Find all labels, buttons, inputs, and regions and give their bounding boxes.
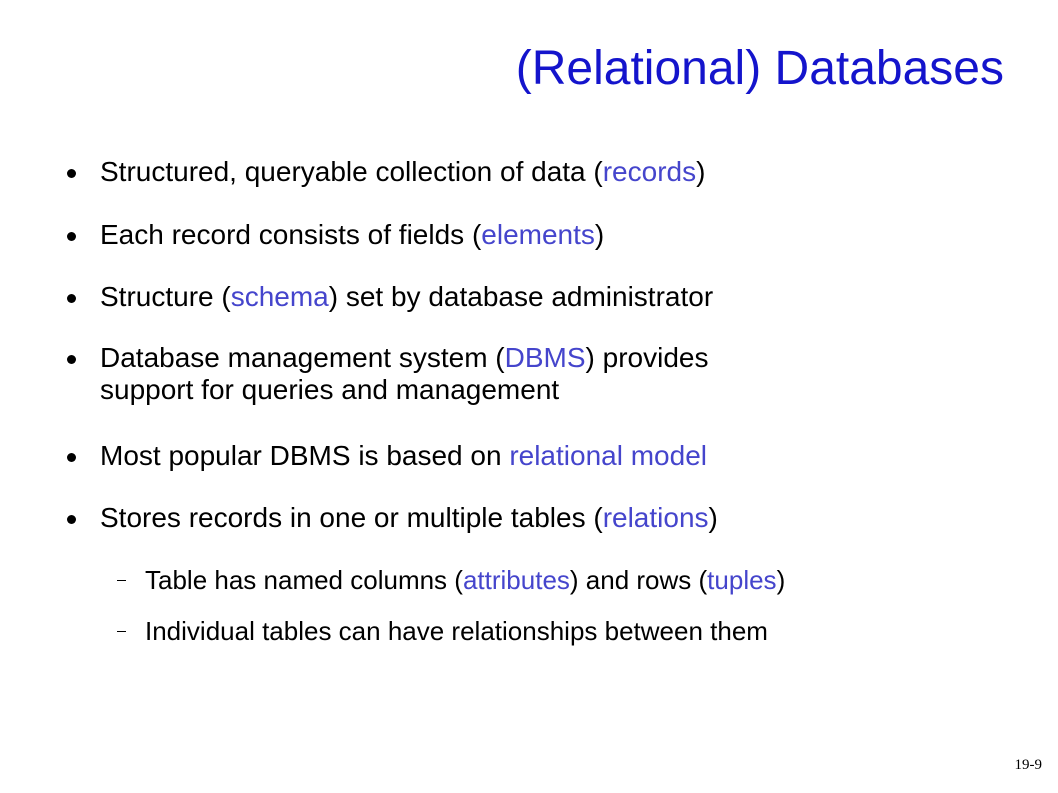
sub-bullet-item: Individual tables can have relationships… [117, 616, 1025, 646]
highlight-term: relations [602, 502, 709, 533]
bullet-dot-icon [67, 355, 76, 364]
bullet-dot-icon [67, 515, 76, 524]
bullet-item: Database management system (DBMS) provid… [67, 342, 1020, 406]
page-number: 19-9 [1014, 757, 1043, 773]
bullet-dot-icon [67, 169, 76, 178]
dash-bullet-icon [117, 580, 126, 581]
bullet-item: Structured, queryable collection of data… [67, 156, 1020, 188]
highlight-term: attributes [462, 565, 570, 595]
bullet-dot-icon [67, 453, 76, 462]
bullet-dot-icon [67, 232, 76, 241]
bullet-item: Stores records in one or multiple tables… [67, 502, 1020, 534]
highlight-term: schema [230, 281, 329, 312]
bullet-item: Most popular DBMS is based on relational… [67, 440, 1020, 472]
bullet-dot-icon [67, 294, 76, 303]
highlight-term: relational model [509, 440, 707, 471]
sub-bullet-item: Table has named columns (attributes) and… [117, 565, 1025, 595]
highlight-term: DBMS [504, 342, 586, 373]
bullet-item: Each record consists of fields (elements… [67, 219, 1020, 251]
bullet-item: Structure (schema) set by database admin… [67, 281, 1020, 313]
slide-title: (Relational) Databases [515, 42, 1004, 95]
highlight-term: elements [481, 219, 595, 250]
highlight-term: records [602, 156, 697, 187]
highlight-term: tuples [707, 565, 777, 595]
dash-bullet-icon [117, 631, 126, 632]
